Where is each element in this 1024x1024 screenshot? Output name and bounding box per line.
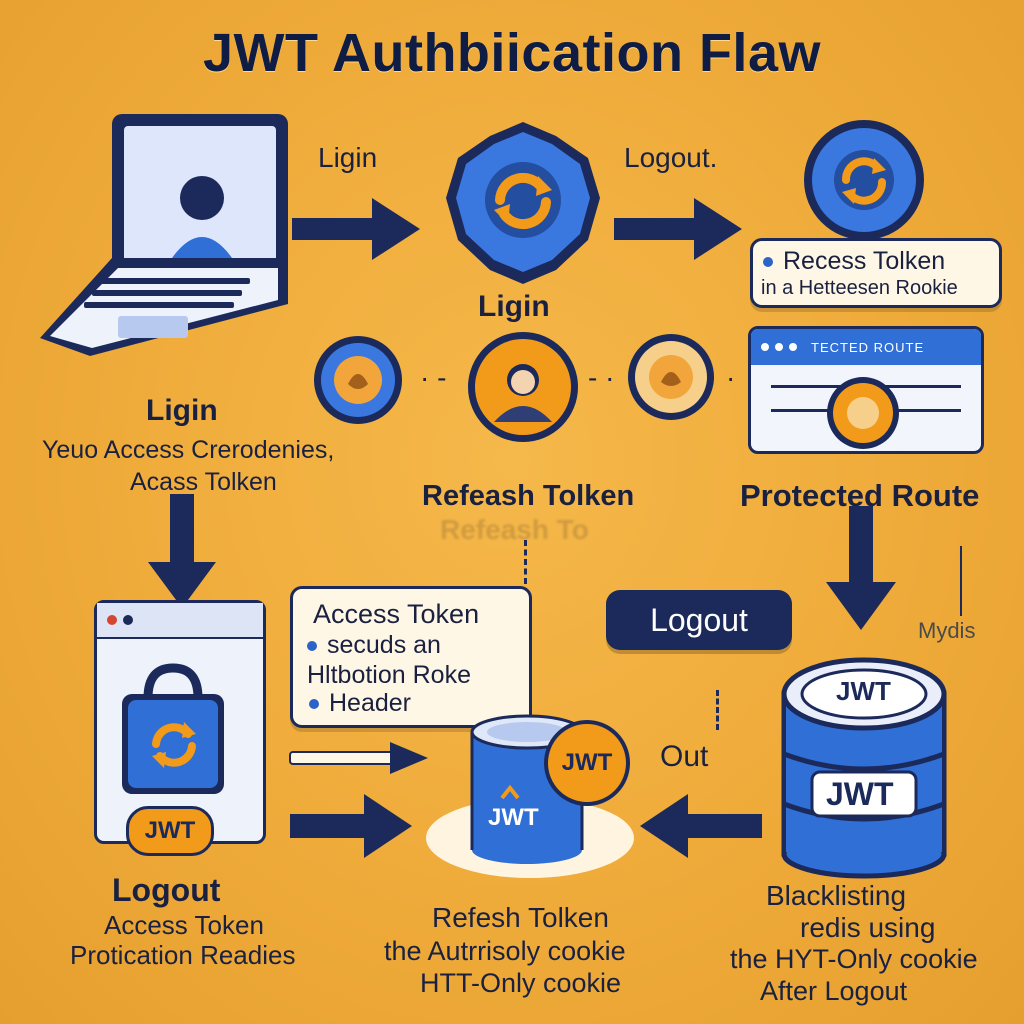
recess-line1: Recess Tolken [783, 247, 946, 275]
coin-icon [314, 336, 402, 424]
coin-icon [827, 377, 899, 449]
arrow-down-icon [148, 494, 216, 608]
connector-line [716, 690, 722, 730]
bullet-icon [309, 699, 319, 710]
access-card-title: Access Token [313, 599, 480, 629]
arrow-icon [289, 742, 428, 774]
login-left-label: Ligin [146, 394, 218, 427]
mydis-label: Mydis [918, 618, 976, 643]
logout-label: Logout. [624, 142, 718, 173]
laptop-icon [40, 114, 288, 356]
jwt-can-label: JWT [488, 804, 539, 831]
blacklisting-line1: redis using [800, 912, 936, 943]
access-card-line3: Header [329, 689, 411, 717]
connector-line [524, 540, 530, 584]
refresh-bottom-line1: the Autrrisoly cookie [384, 936, 626, 966]
login-label: Ligin [318, 142, 378, 173]
badge-icon [446, 122, 600, 284]
coin-icon [628, 334, 714, 420]
connector-dots: · - [420, 362, 447, 393]
refresh-bottom-title: Refesh Tolken [432, 902, 609, 933]
arrow-icon [292, 198, 420, 260]
database-icon [781, 657, 947, 879]
refresh-token-label: Refeash Tolken [422, 480, 635, 512]
logout-button[interactable]: Logout [606, 590, 792, 650]
user-icon [468, 332, 578, 442]
blacklisting-line3: After Logout [760, 976, 908, 1006]
connector-dots: - · [588, 362, 615, 393]
arrow-icon [290, 794, 412, 858]
browser-window-icon [94, 600, 266, 844]
refresh-bottom-line2: HTT-Only cookie [420, 968, 622, 998]
arrow-icon [614, 198, 742, 260]
jwt-db-top: JWT [836, 676, 891, 706]
logout-bottom-title: Logout [112, 872, 221, 908]
blacklisting-title: Blacklisting [766, 880, 907, 911]
refresh-icon [804, 120, 924, 240]
access-card-line1: secuds an [327, 631, 441, 659]
arrow-left-icon [640, 794, 762, 858]
bullet-icon [307, 641, 317, 652]
logout-bottom-line2: Protication Readies [70, 940, 296, 970]
recess-line2: in a Hetteesen Rookie [761, 277, 958, 299]
login-mid-label: Ligin [478, 290, 550, 323]
creds-line1: Yeuo Access Crerodenies, [42, 436, 335, 464]
jwt-coin: JWT [544, 720, 630, 806]
creds-line2: Acass Tolken [130, 468, 277, 496]
protected-route-window: TECTED ROUTE [748, 326, 984, 454]
window-bar-text: TECTED ROUTE [811, 339, 925, 355]
access-card-line2: Hltbotion Roke [307, 661, 471, 689]
jwt-db-mid: JWT [826, 776, 894, 812]
connector-line [960, 546, 964, 616]
refresh-token-ghost: Refeash To [440, 514, 589, 545]
lock-bag-icon [122, 663, 224, 794]
jwt-badge: JWT [126, 806, 214, 856]
page-title: JWT Authbiication Flaw [203, 23, 821, 83]
bullet-icon [763, 257, 773, 268]
blacklisting-line2: the HYT-Only cookie [730, 944, 978, 974]
recess-token-card: Recess Tolken in a Hetteesen Rookie [750, 238, 1002, 308]
out-label: Out [660, 740, 709, 773]
logout-bottom-line1: Access Token [104, 910, 264, 940]
connector-dots: · [726, 362, 736, 393]
arrow-down-icon [826, 506, 896, 630]
access-token-card: Access Token secuds an Hltbotion Roke He… [290, 586, 532, 728]
